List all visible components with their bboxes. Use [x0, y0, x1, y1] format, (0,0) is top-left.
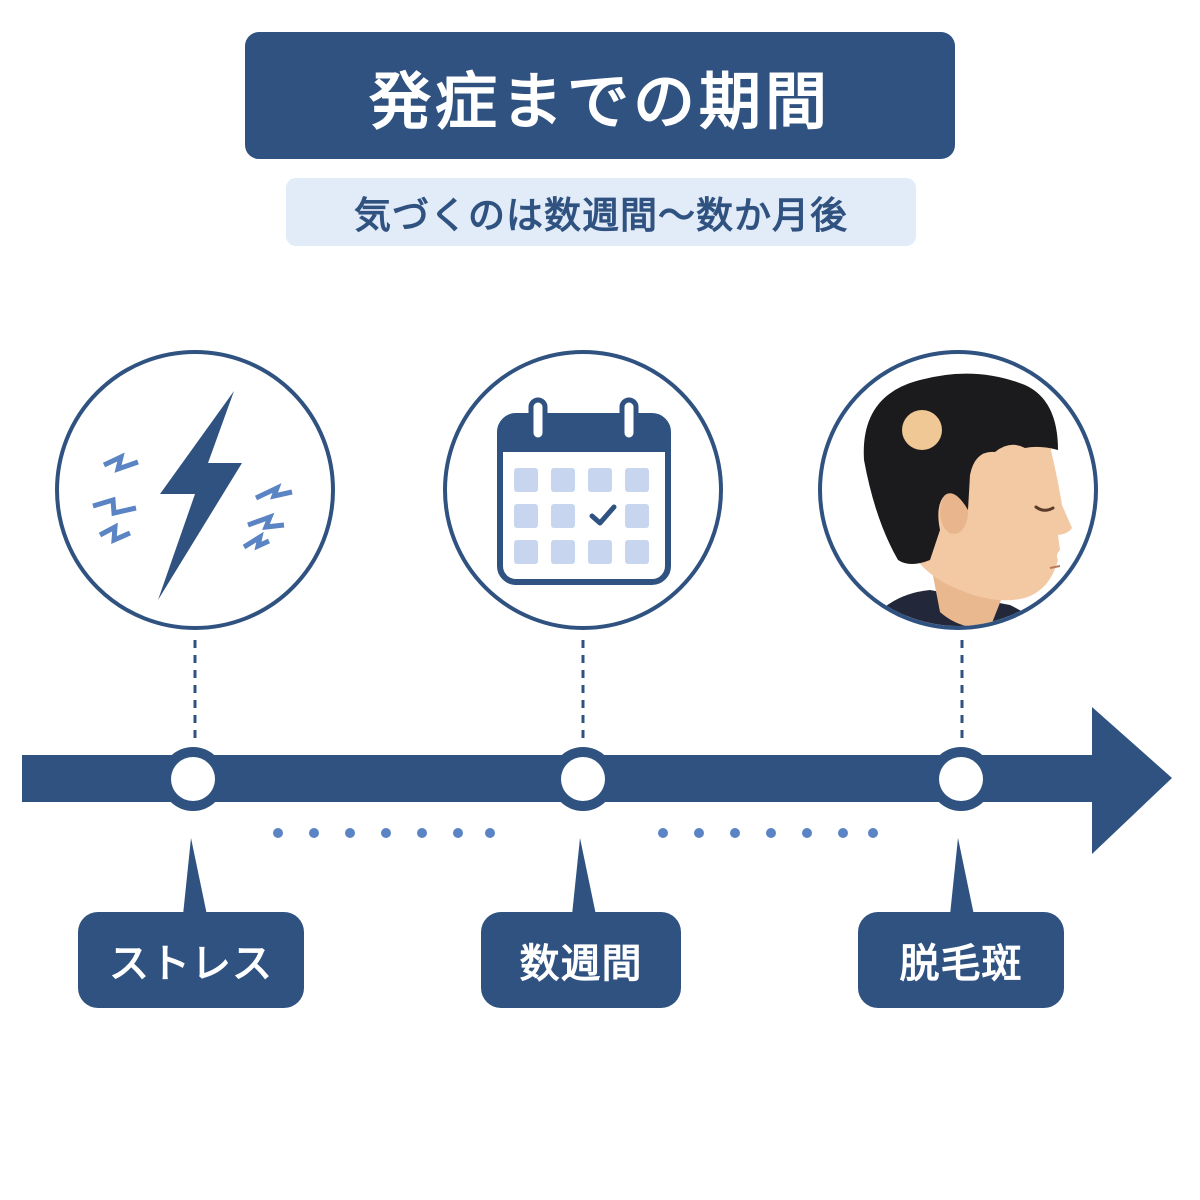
pointer-3 — [950, 838, 974, 915]
checkmark-icon — [589, 504, 617, 526]
pointer-2 — [572, 838, 596, 915]
stage-label-text: 数週間 — [519, 941, 643, 987]
dotted-lines — [273, 828, 878, 838]
stage-label-text: ストレス — [109, 941, 273, 987]
stage-3-icon-circle — [818, 350, 1098, 630]
pointer-1 — [183, 838, 207, 915]
stage-1-icon-circle — [55, 350, 335, 630]
subtitle-banner: 気づくのは数週間〜数か月後 — [286, 178, 916, 246]
stage-2-icon-circle — [443, 350, 723, 630]
stage-label-text: 脱毛斑 — [899, 941, 1023, 987]
page-title: 発症までの期間 — [368, 64, 831, 138]
sparks — [92, 452, 293, 551]
stage-label-weeks: 数週間 — [481, 912, 681, 1008]
calendar-icon — [497, 397, 671, 585]
lightning-icon — [158, 391, 242, 600]
bald-spot — [902, 410, 942, 450]
dashed-connectors — [193, 640, 964, 742]
page-subtitle: 気づくのは数週間〜数か月後 — [354, 194, 848, 237]
label-pointers — [183, 838, 974, 915]
title-banner: 発症までの期間 — [245, 32, 955, 159]
timeline-nodes — [161, 747, 993, 811]
stage-label-bald-patch: 脱毛斑 — [858, 912, 1064, 1008]
hair-loss-person-icon — [860, 373, 1072, 626]
stage-label-stress: ストレス — [78, 912, 304, 1008]
